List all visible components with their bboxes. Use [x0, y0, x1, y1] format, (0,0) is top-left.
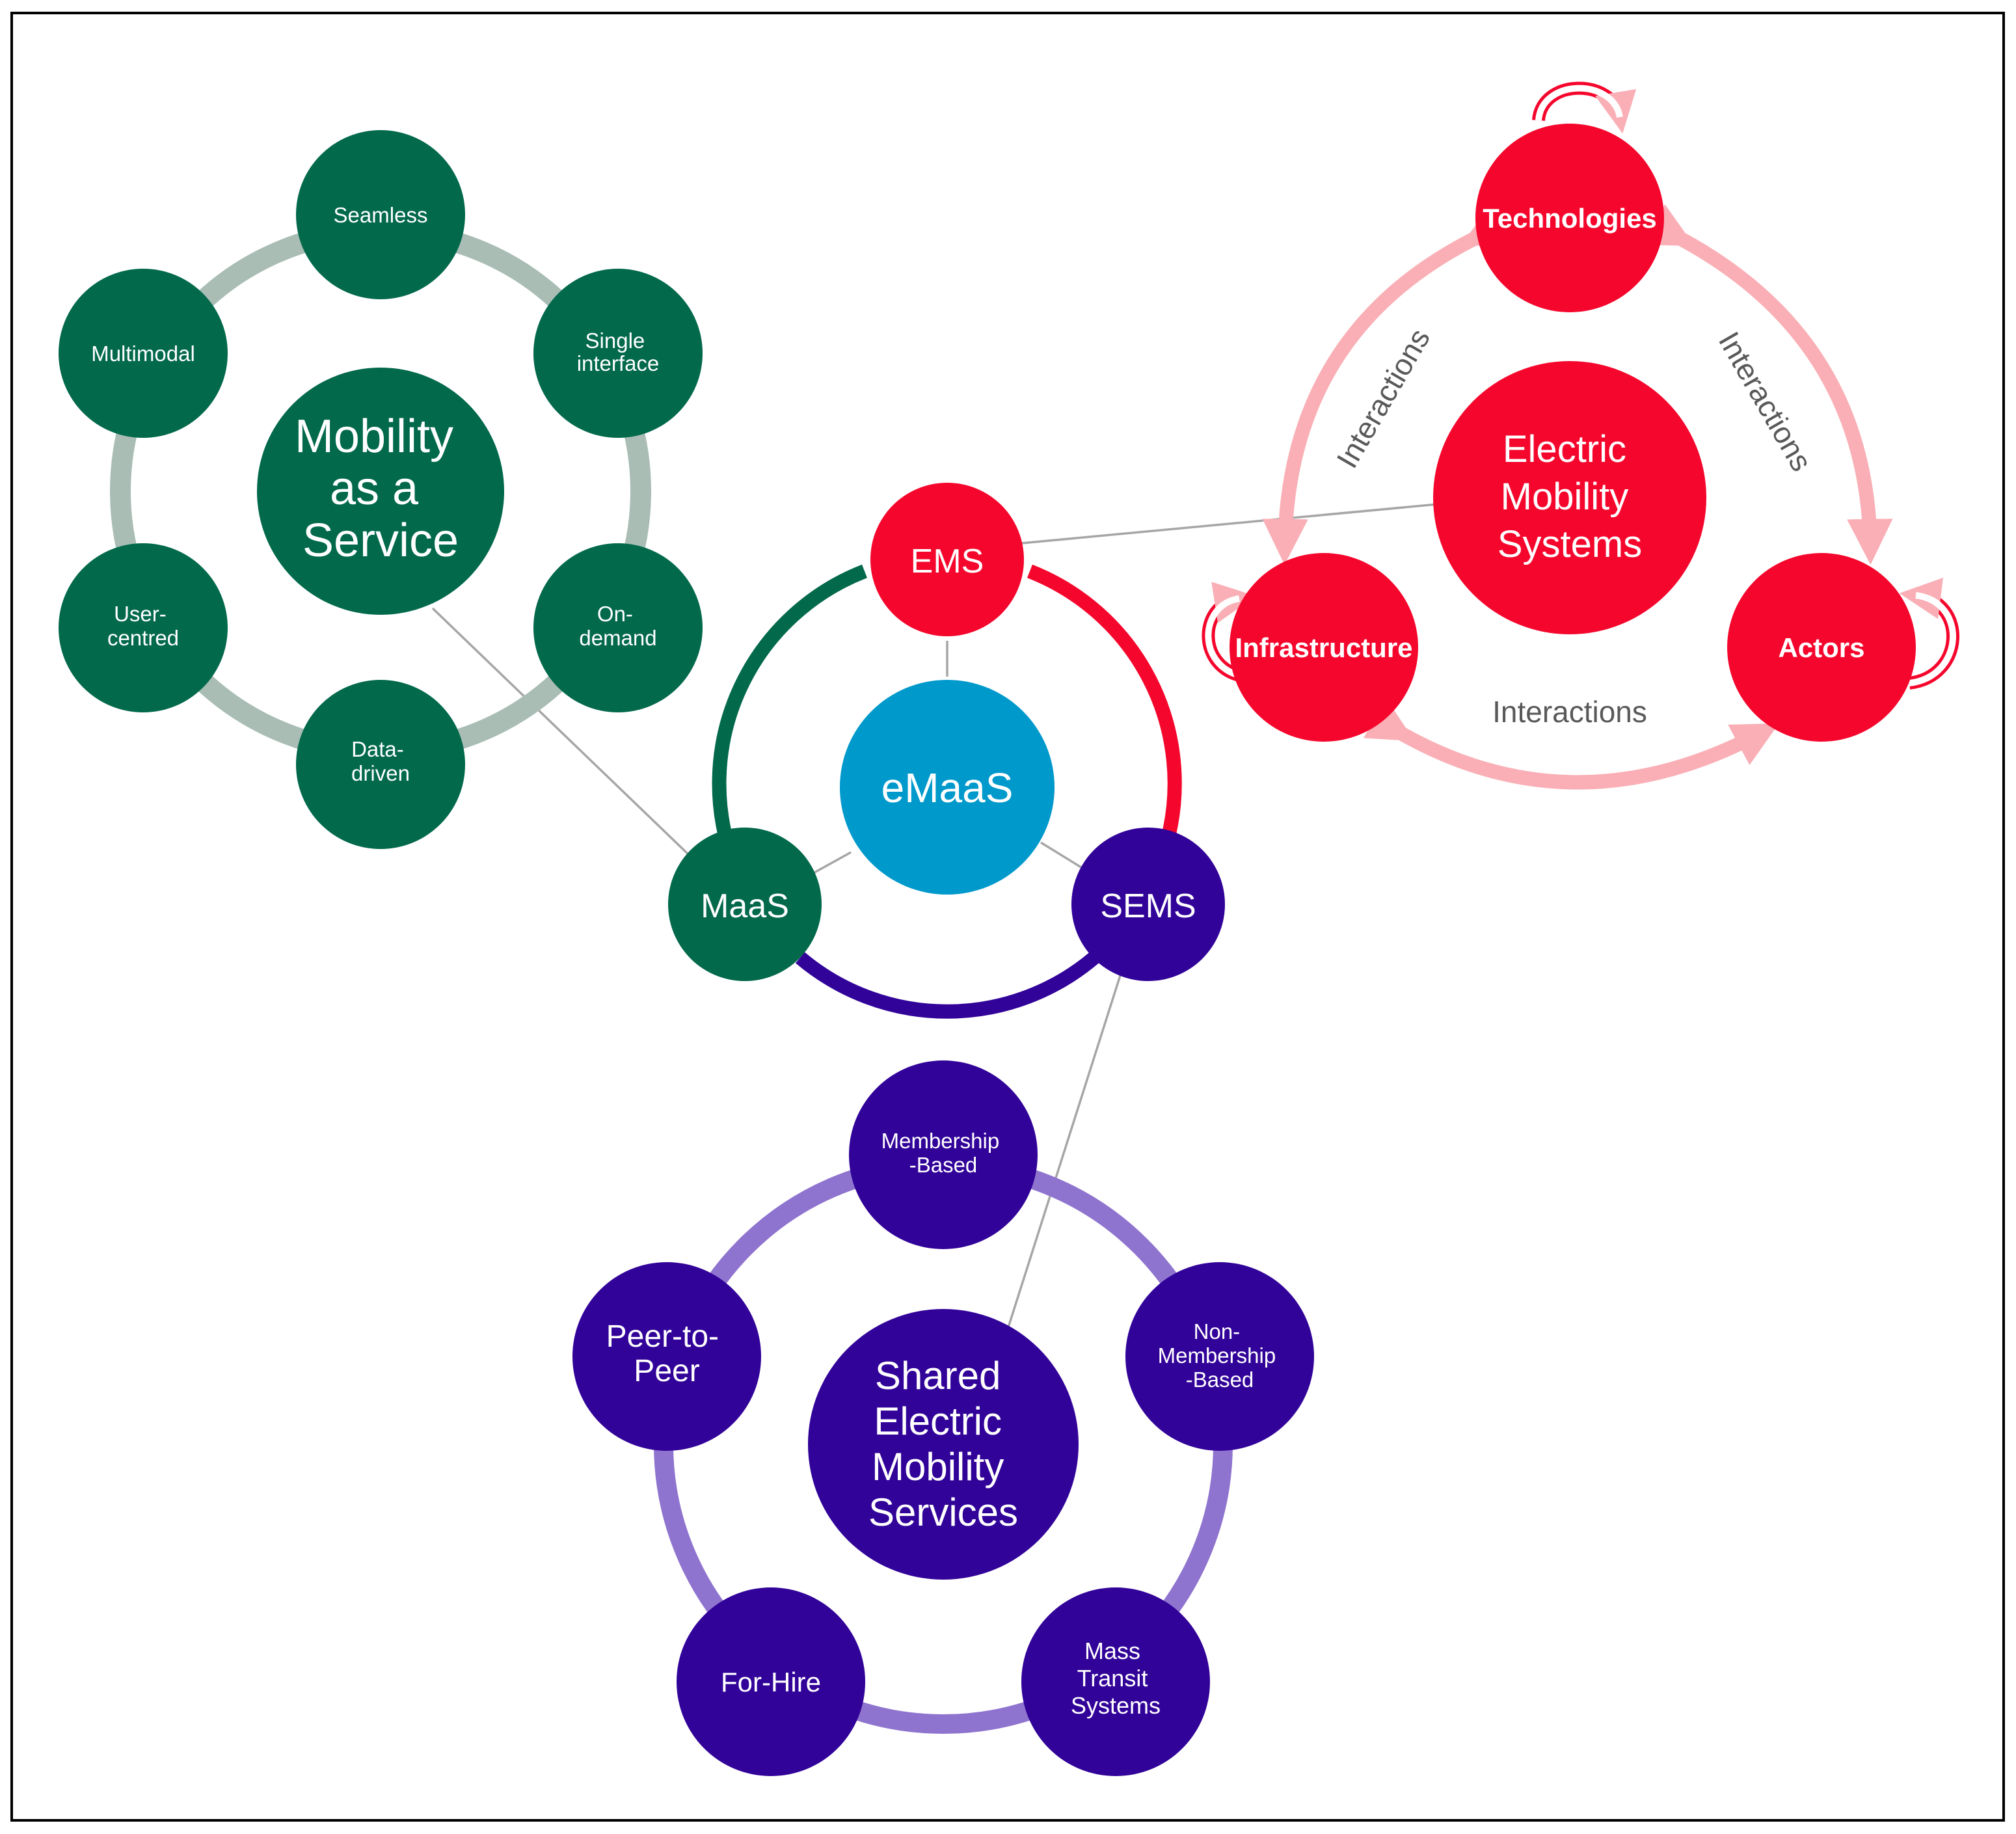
sems-node-peer-to-peer: Peer-to- Peer: [572, 1262, 761, 1451]
maas-node-on-demand: On- demand: [533, 543, 703, 712]
connector-ems-center: [1021, 503, 1438, 545]
ems-cluster: Interactions Interactions Interactions E…: [1202, 81, 1959, 790]
svg-text:SEMS: SEMS: [1100, 887, 1196, 925]
maas-node-data-driven: Data- driven: [296, 680, 465, 849]
emaas-arc-purple: [795, 952, 1099, 1019]
maas-node-single-interface: Single interface: [533, 269, 703, 438]
interaction-arrow-right: [1643, 204, 1893, 565]
emaas-center-circle: [840, 680, 1055, 895]
svg-text:Non- Membership: Non- Membership -Based: [1158, 1319, 1282, 1392]
svg-text:Multimodal: Multimodal: [91, 342, 195, 366]
ems-node-infrastructure: Infrastructure: [1230, 553, 1418, 742]
svg-text:User- centred: User- centred: [107, 602, 179, 650]
sems-node-membership-based: Membership -Based: [849, 1060, 1038, 1249]
connector-maas-center: [431, 607, 691, 857]
emaas-cluster: eMaaS EMS MaaS SEMS: [668, 483, 1225, 1019]
self-loop-actors-inner: [1909, 592, 1956, 686]
maas-center-circle: [257, 368, 504, 615]
self-loop-infrastructure-inner: [1205, 595, 1246, 680]
interaction-arrow-left: [1262, 204, 1512, 565]
self-loop-technologies-inner: [1535, 85, 1623, 121]
svg-text:Data- driven: Data- driven: [351, 737, 410, 785]
sems-node-mass-transit: Mass Transit Systems: [1021, 1587, 1210, 1776]
ems-node-technologies: Technologies: [1475, 124, 1664, 312]
sems-node-for-hire: For-Hire: [677, 1587, 865, 1776]
svg-text:On- demand: On- demand: [579, 602, 656, 650]
svg-text:Mass Transit S: Mass Transit Systems: [1071, 1638, 1161, 1719]
svg-text:Actors: Actors: [1778, 632, 1864, 663]
svg-text:MaaS: MaaS: [701, 887, 789, 925]
svg-text:Seamless: Seamless: [334, 203, 428, 227]
svg-text:Single interface: Single interface: [577, 329, 660, 375]
svg-text:Peer-to- Peer: Peer-to- Peer: [606, 1319, 728, 1388]
sems-center-label: Shared Electric Mobility Services: [868, 1354, 1018, 1534]
sems-cluster: Shared Electric Mobility Services Member…: [572, 1060, 1314, 1776]
svg-text:Infrastructure: Infrastructure: [1235, 632, 1412, 663]
emaas-node-ems: EMS: [870, 483, 1024, 636]
maas-cluster: Mobility as a Service Seamless Single in…: [59, 130, 703, 849]
figure-frame: [10, 12, 2005, 1822]
connector-sems-center: [1007, 969, 1123, 1328]
emaas-center-label: eMaaS: [881, 764, 1014, 811]
sems-node-non-membership-based: Non- Membership -Based: [1125, 1262, 1314, 1451]
emaas-node-sems: SEMS: [1071, 828, 1225, 981]
svg-text:For-Hire: For-Hire: [721, 1667, 821, 1697]
svg-text:Membership -Based: Membership -Based: [881, 1129, 1006, 1177]
emaas-node-maas: MaaS: [668, 828, 822, 981]
ems-node-actors: Actors: [1727, 553, 1916, 742]
ems-center-label: Electric Mobility Systems: [1498, 428, 1642, 565]
interactions-label-bottom: Interactions: [1492, 695, 1647, 729]
sems-center-circle: [808, 1309, 1079, 1580]
interaction-arrow-bottom: [1363, 698, 1779, 790]
ems-center-circle: [1433, 361, 1706, 634]
connector-emaas-maas: [809, 851, 852, 876]
self-loop-technologies-icon: [1532, 81, 1637, 134]
connector-emaas-sems: [1040, 841, 1084, 870]
svg-text:Technologies: Technologies: [1483, 203, 1657, 234]
maas-center-label: Mobility as a Service: [295, 411, 466, 567]
maas-node-user-centred: User- centred: [59, 543, 228, 712]
emaas-arc-red: [1027, 564, 1182, 841]
maas-node-seamless: Seamless: [296, 130, 465, 299]
emaas-arc-green: [712, 564, 867, 865]
maas-node-multimodal: Multimodal: [59, 269, 228, 438]
svg-text:EMS: EMS: [911, 543, 984, 580]
